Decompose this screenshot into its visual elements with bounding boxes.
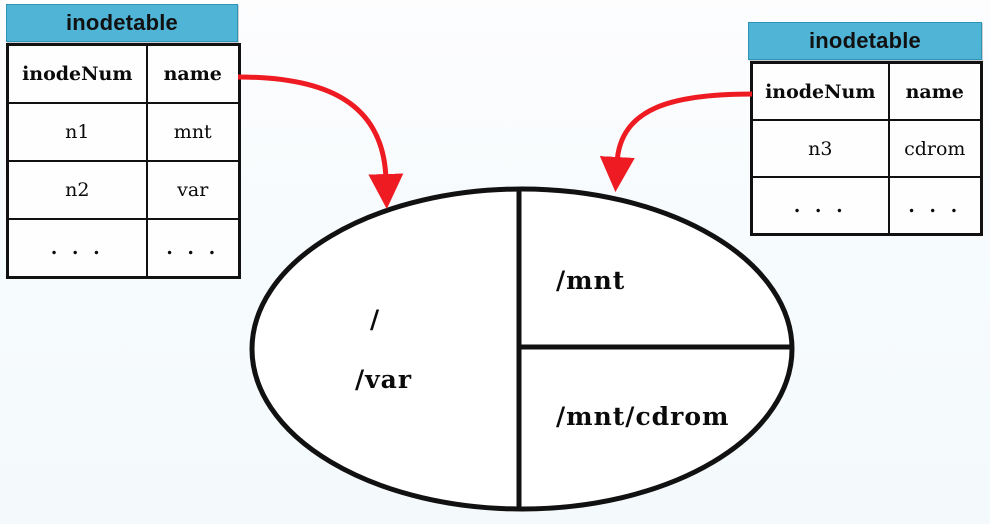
cell-name: mnt xyxy=(145,102,241,162)
column-header-name: name xyxy=(145,43,241,104)
cell-inodenum: n1 xyxy=(6,102,148,162)
left-inode-table-grid: inodeNum name n1 mnt n2 var . . . . . . xyxy=(6,43,241,279)
partition-label-mnt-cdrom: /mnt/cdrom xyxy=(556,402,730,431)
table-row: inodeNum name xyxy=(6,43,241,104)
disk-ellipse xyxy=(249,186,795,512)
column-header-inodenum: inodeNum xyxy=(6,43,148,104)
cell-name: cdrom xyxy=(887,119,983,178)
partition-label-mnt: /mnt xyxy=(556,266,626,295)
cell-name: var xyxy=(145,160,241,220)
right-inode-table: inodetable inodeNum name n3 cdrom . . . … xyxy=(748,22,983,236)
cell-inodenum: n3 xyxy=(750,119,890,178)
left-inode-table: inodetable inodeNum name n1 mnt n2 var .… xyxy=(6,4,241,279)
table-row: n1 mnt xyxy=(6,102,241,162)
column-header-inodenum: inodeNum xyxy=(750,61,890,121)
left-inode-table-caption: inodetable xyxy=(6,4,238,42)
cell-inodenum-ellipsis: . . . xyxy=(750,176,890,236)
arrow-left-table-to-root-partition xyxy=(237,74,404,209)
partition-label-root: / xyxy=(370,305,381,334)
cell-name-ellipsis: . . . xyxy=(145,218,241,279)
table-row: . . . . . . xyxy=(6,218,241,279)
partition-label-var: /var xyxy=(355,365,413,394)
cell-inodenum: n2 xyxy=(6,160,148,220)
right-inode-table-grid: inodeNum name n3 cdrom . . . . . . xyxy=(750,61,983,236)
right-inode-table-caption: inodetable xyxy=(748,22,982,60)
column-header-name: name xyxy=(887,61,983,121)
cell-inodenum-ellipsis: . . . xyxy=(6,218,148,279)
arrow-right-table-to-mnt-partition xyxy=(599,91,753,192)
table-row: inodeNum name xyxy=(750,61,983,121)
table-row: n2 var xyxy=(6,160,241,220)
cell-name-ellipsis: . . . xyxy=(887,176,983,236)
table-row: . . . . . . xyxy=(750,176,983,236)
table-row: n3 cdrom xyxy=(750,119,983,178)
